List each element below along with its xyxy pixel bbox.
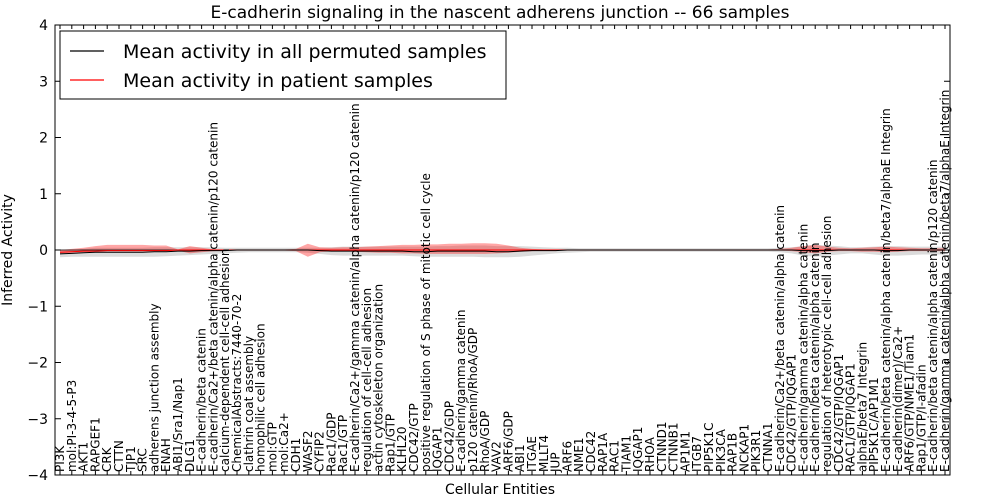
x-tick-label: RAC1/GTP/IQGAP1	[844, 363, 858, 472]
x-tick-label: WASF2	[301, 430, 315, 472]
x-tick-label: RAC1	[608, 440, 622, 472]
x-tick-label: RHOA	[643, 436, 657, 472]
x-tick-label: TIAM1	[619, 435, 633, 473]
x-tick-label: PIP5K1C	[702, 422, 716, 472]
x-axis-label: Cellular Entities	[445, 482, 555, 498]
legend-box	[59, 30, 507, 100]
x-tick-label: Rap1/GTP	[383, 414, 397, 472]
x-tick-label: clathrin coat assembly	[242, 336, 256, 472]
x-tick-label: ENAH	[159, 438, 173, 472]
x-tick-label: AP1M1	[678, 431, 692, 472]
x-tick-label: CDC42/GDP	[442, 401, 456, 472]
x-tick-label: E-cadherin/gamma catenin/alpha catenin	[796, 224, 810, 472]
x-tick-label: ARF6/GDP	[501, 411, 515, 472]
x-axis-ticks: PI3Kmol:PI-3-4-5-P3AKT1RAPGEF1CRKCTTNTJP…	[53, 25, 952, 475]
x-tick-label: ABI1	[513, 444, 527, 472]
legend-label-patient: Mean activity in patient samples	[123, 70, 433, 92]
y-axis-label: Inferred Activity	[0, 194, 16, 306]
x-tick-label: PI3K	[53, 445, 67, 472]
x-tick-label: ITGAE	[525, 436, 539, 472]
x-tick-label: SRC	[136, 448, 150, 472]
x-tick-label: E-cadherin/beta catenin/alpha catenin	[808, 242, 822, 472]
y-axis-ticks: 4 3 2 1 0 −1 −2 −3 −4	[27, 18, 950, 484]
y-tick-label: 2	[39, 131, 48, 147]
x-tick-label: p120 catenin/RhoA/GDP	[466, 328, 480, 472]
x-tick-label: mol:GTP	[265, 422, 279, 472]
x-tick-label: IQGAP1	[631, 427, 645, 472]
y-tick-label: 1	[39, 187, 48, 203]
x-tick-label: CTNNB1	[667, 422, 681, 472]
x-tick-label: CDC42	[584, 431, 598, 472]
x-tick-label: ChemicalAbstracts:7440-70-2	[230, 294, 244, 472]
x-tick-label: Rap1/GTP/I-afadin	[914, 364, 928, 472]
x-tick-label: RAPGEF1	[88, 417, 102, 472]
x-tick-label: regulation of heterotypic cell-cell adhe…	[820, 216, 834, 472]
series-line-0	[59, 249, 945, 255]
x-tick-label: MLLT4	[537, 435, 551, 472]
x-tick-label: ARF6	[560, 441, 574, 472]
x-tick-label: CDC42/GTP	[407, 403, 421, 472]
x-tick-label: E-cadherin/Ca2+/beta catenin/alpha caten…	[773, 205, 787, 472]
x-tick-label: CDC42/GTP/IQGAP1	[832, 354, 846, 472]
x-tick-label: E-cadherin/gamma catenin/alpha catenin/b…	[938, 90, 952, 472]
chart-title: E-cadherin signaling in the nascent adhe…	[211, 3, 790, 23]
x-tick-label: E-cadherin/beta catenin/alpha catenin/p1…	[926, 159, 940, 472]
x-tick-label: PIK3R1	[749, 430, 763, 472]
x-tick-label: PIP5K1C/AP1M1	[867, 377, 881, 472]
x-tick-label: JUP	[549, 452, 563, 473]
x-tick-label: alphaE/beta7 Integrin	[855, 342, 869, 472]
x-tick-label: E-cadherin/Ca2+/beta catenin/alpha caten…	[206, 122, 220, 472]
x-tick-label: CTTN	[112, 440, 126, 472]
x-tick-label: AKT1	[77, 442, 91, 472]
x-tick-label: ITGB7	[690, 436, 704, 472]
series-lines	[55, 249, 950, 255]
x-tick-label: homophilic cell adhesion	[254, 323, 268, 472]
x-tick-label: mol:Ca2+	[277, 412, 291, 472]
x-tick-label: NME1	[572, 437, 586, 472]
y-tick-label: −1	[27, 299, 48, 315]
x-tick-label: actin cytoskeleton organization	[372, 284, 386, 472]
y-tick-label: 0	[39, 243, 48, 259]
x-tick-label: regulation of cell-cell adhesion	[360, 288, 374, 472]
x-tick-label: VAV2	[490, 441, 504, 472]
x-tick-label: ARF6/GTP/NME1/Tiam1	[903, 334, 917, 472]
y-tick-label: 3	[39, 74, 48, 90]
x-tick-label: CDC42/GTP/IQGAP1	[785, 354, 799, 472]
x-tick-label: adherens junction assembly	[147, 303, 161, 472]
x-tick-label: CYFIP2	[313, 431, 327, 472]
x-tick-label: E-cadherin(dimer)/Ca2+	[891, 326, 905, 472]
x-tick-label: CRK	[100, 446, 114, 472]
band-permuted	[60, 244, 945, 258]
legend: Mean activity in all permuted samples Me…	[59, 30, 507, 100]
x-tick-label: CDH1	[289, 438, 303, 472]
x-tick-label: E-cadherin/Ca2+/gamma catenin/alpha cate…	[348, 103, 362, 472]
x-tick-label: E-cadherin/gamma catenin	[454, 310, 468, 473]
x-tick-label: KLHL20	[395, 426, 409, 472]
x-tick-label: IQGAP1	[431, 427, 445, 472]
x-tick-label: E-cadherin/beta catenin	[195, 328, 209, 472]
x-tick-label: PIK3CA	[714, 428, 728, 472]
x-tick-label: CTNNA1	[761, 422, 775, 472]
x-tick-label: E-cadherin/beta catenin/alpha catenin/be…	[879, 108, 893, 472]
x-tick-label: TJP1	[124, 446, 138, 473]
x-tick-label: RAP1A	[596, 432, 610, 472]
y-tick-label: −3	[27, 412, 48, 428]
y-tick-label: 4	[39, 18, 48, 34]
x-tick-label: ABI1/Sra1/Nap1	[171, 377, 185, 472]
legend-label-permuted: Mean activity in all permuted samples	[123, 41, 486, 63]
x-tick-label: mol:PI-3-4-5-P3	[65, 380, 79, 472]
x-tick-label: Rac1/GTP	[336, 415, 350, 472]
x-tick-label: RAP1B	[726, 433, 740, 472]
y-tick-label: −2	[27, 356, 48, 372]
x-tick-label: Rac1/GDP	[324, 413, 338, 472]
x-tick-label: RhoA/GDP	[478, 411, 492, 472]
x-tick-label: DLG1	[183, 439, 197, 472]
x-tick-label: positive regulation of S phase of mitoti…	[419, 173, 433, 472]
x-tick-label: NCKAP1	[737, 424, 751, 472]
x-tick-label: calcium-dependent cell-cell adhesion	[218, 248, 232, 472]
x-tick-label: CTNND1	[655, 421, 669, 472]
y-tick-label: −4	[27, 468, 48, 484]
